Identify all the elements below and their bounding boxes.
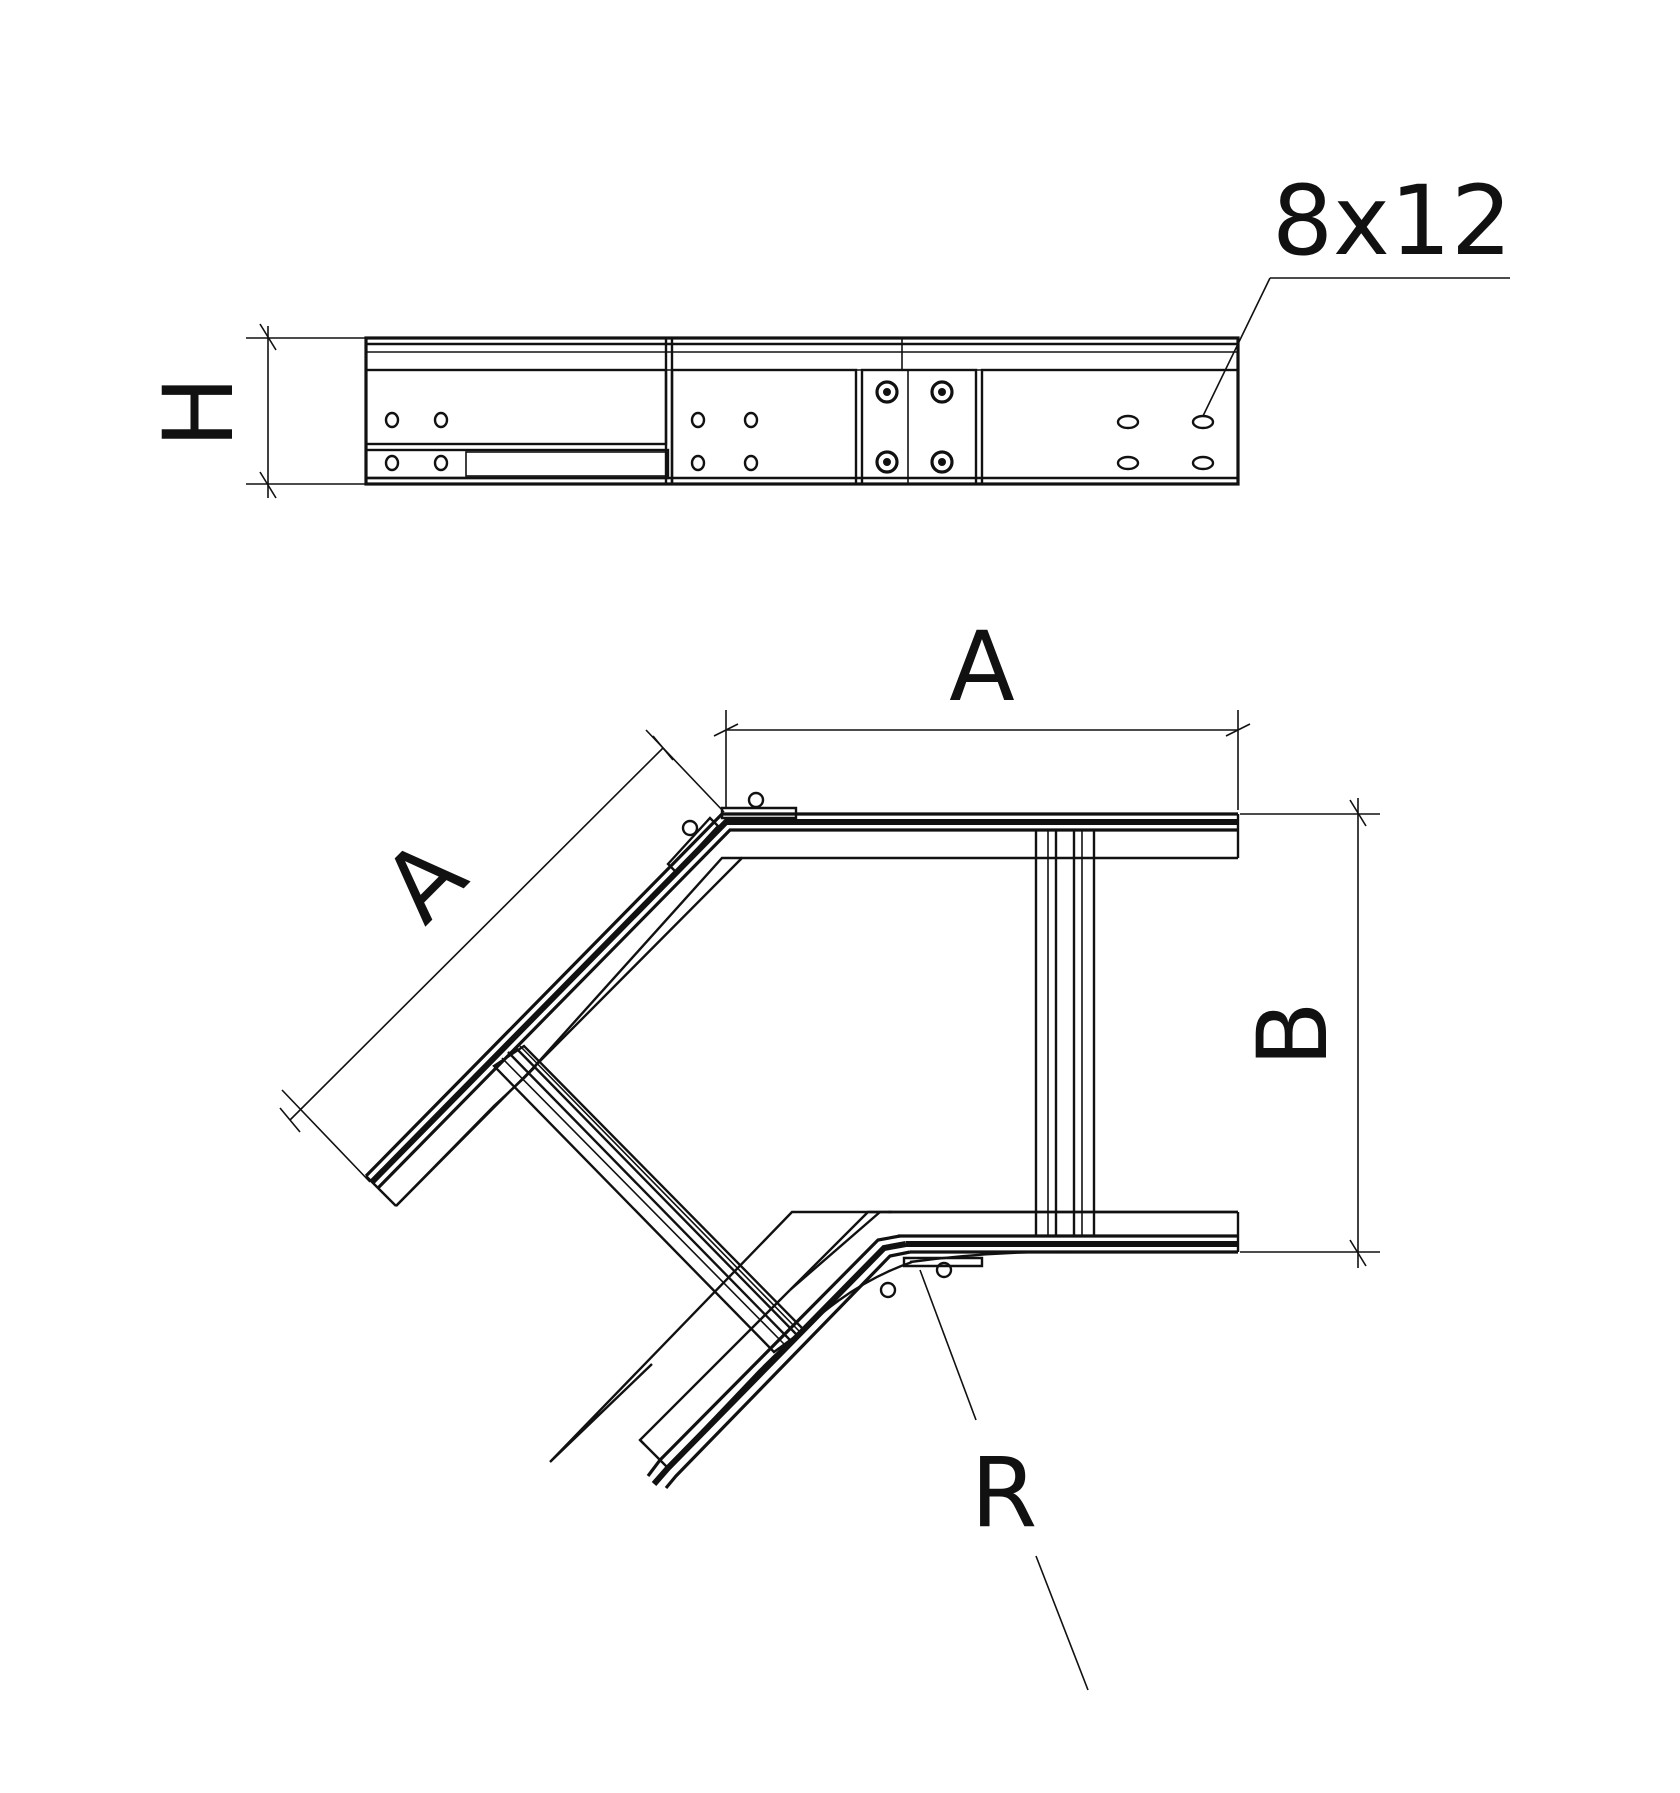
diagonal-rung bbox=[492, 1044, 806, 1354]
height-label: H bbox=[143, 376, 255, 448]
bolt-icon bbox=[935, 1261, 953, 1279]
slot-hole bbox=[1191, 414, 1215, 430]
side-holes bbox=[384, 411, 1215, 472]
height-dimension bbox=[246, 323, 378, 499]
radius-label: R bbox=[971, 1437, 1038, 1549]
width-label: B bbox=[1237, 1001, 1349, 1067]
inner-rail bbox=[549, 1210, 1240, 1490]
hole bbox=[690, 454, 706, 472]
top-length-label: A bbox=[949, 611, 1015, 723]
hole bbox=[743, 454, 759, 472]
slot-hole bbox=[1116, 414, 1140, 430]
side-body bbox=[364, 336, 1240, 486]
width-dimension bbox=[1240, 798, 1380, 1268]
vertical-rung bbox=[1034, 828, 1096, 1238]
side-view: H bbox=[143, 165, 1512, 499]
top-length-dimension bbox=[713, 710, 1251, 810]
diagonal-length-dimension bbox=[279, 729, 725, 1183]
outer-rail bbox=[364, 791, 1240, 1207]
hole bbox=[384, 454, 400, 472]
hole bbox=[743, 411, 759, 429]
hole bbox=[433, 454, 449, 472]
joint-bolts bbox=[875, 380, 954, 474]
plan-view: A A B bbox=[279, 611, 1380, 1691]
bolt-icon bbox=[879, 1281, 897, 1299]
diagonal-length-label: A bbox=[362, 818, 488, 944]
bolt-icon bbox=[875, 450, 899, 474]
hole bbox=[690, 411, 706, 429]
slot-hole bbox=[1191, 455, 1215, 471]
bolt-icon bbox=[681, 819, 699, 837]
hole-size-leader bbox=[1202, 277, 1510, 417]
radius-leader bbox=[919, 1269, 1089, 1691]
slot-hole bbox=[1116, 455, 1140, 471]
bolt-icon bbox=[930, 450, 954, 474]
bolt-icon bbox=[875, 380, 899, 404]
bolt-icon bbox=[747, 791, 765, 809]
diagonal-inner-edge bbox=[395, 856, 881, 1291]
bolt-icon bbox=[930, 380, 954, 404]
hole-size-label: 8x12 bbox=[1272, 165, 1512, 277]
hole bbox=[433, 411, 449, 429]
hole bbox=[384, 411, 400, 429]
